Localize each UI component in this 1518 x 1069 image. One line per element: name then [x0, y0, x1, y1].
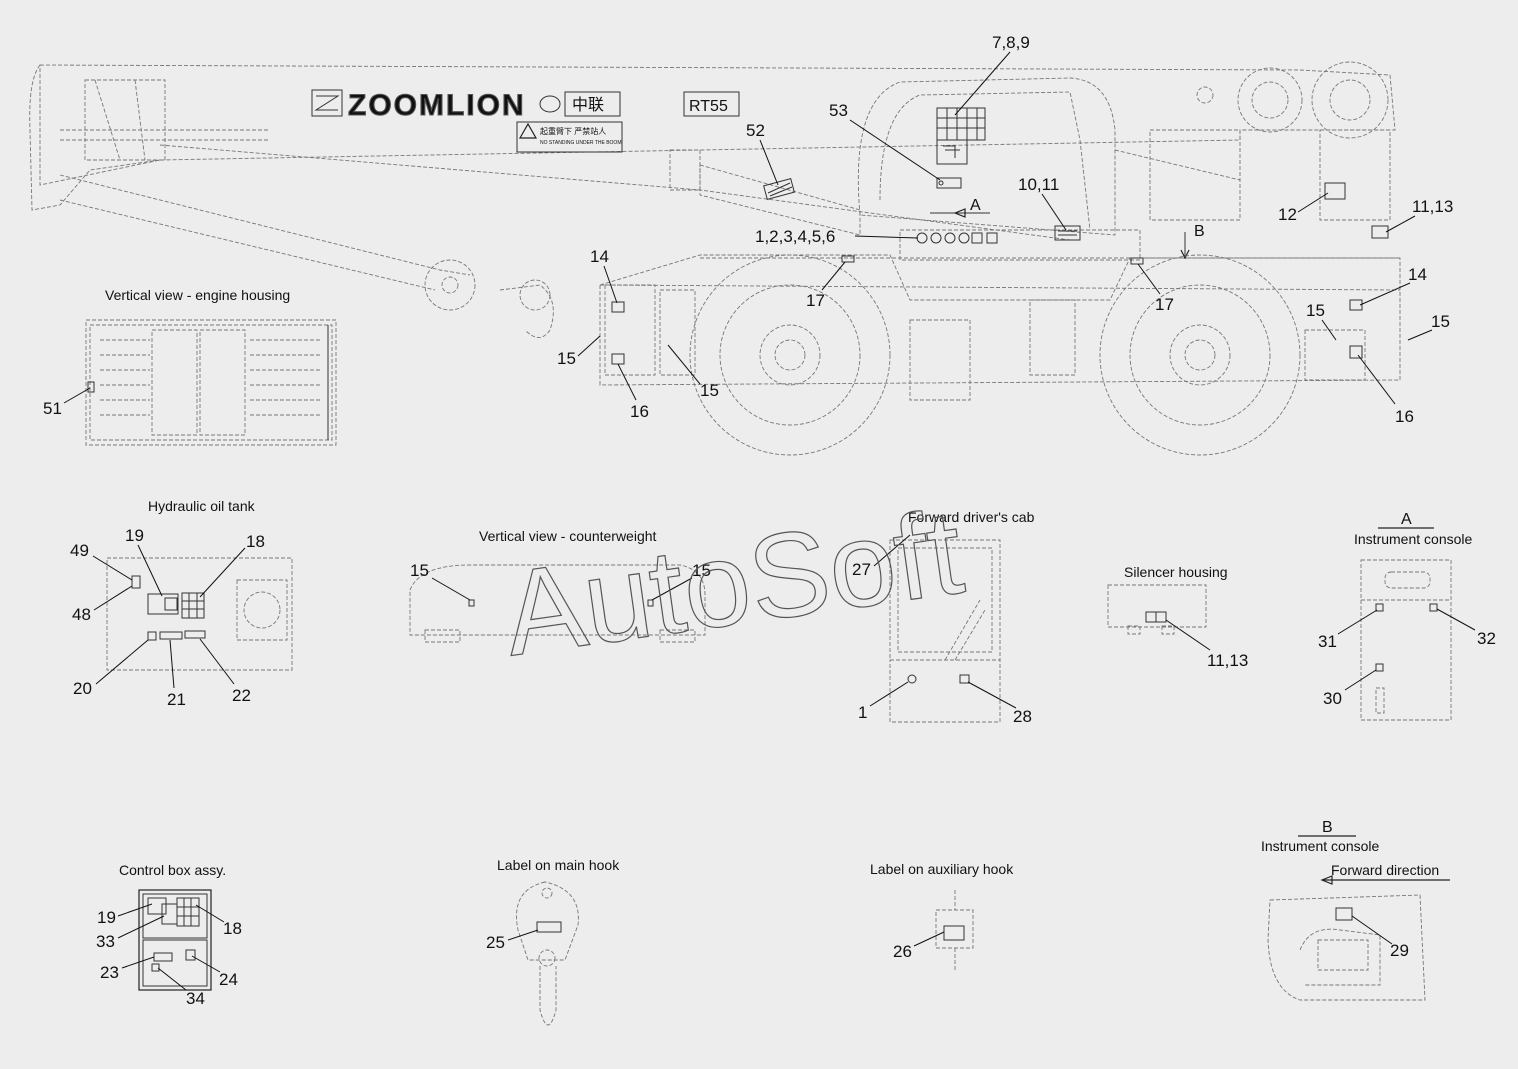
- callout-11-13-silencer: 11,13: [1207, 651, 1248, 670]
- luffing-cylinder: [699, 164, 861, 236]
- console-a-title: Instrument console: [1354, 531, 1472, 547]
- counterweight-title: Vertical view - counterweight: [479, 528, 657, 544]
- console-b-letter: B: [1322, 819, 1333, 836]
- console-a-letter: A: [1401, 511, 1412, 528]
- control-box-title: Control box assy.: [119, 862, 226, 878]
- callout-1-cab: 1: [858, 703, 867, 722]
- rear-wheel: [1099, 254, 1301, 456]
- callout-11-13-top: 11,13: [1412, 197, 1453, 216]
- boom-logo-decal: ZOOMLION 中联 RT55: [311, 88, 740, 123]
- callout-17-right: 17: [1155, 295, 1174, 314]
- warning-decal: 起重臂下 严禁站人 NO STANDING UNDER THE BOOM: [516, 121, 623, 153]
- counterweight-view: Vertical view - counterweight 15 15: [409, 528, 711, 643]
- callout-31: 31: [1318, 632, 1337, 651]
- callout-15-c: 15: [1306, 301, 1325, 320]
- callout-7-8-9: 7,8,9: [992, 33, 1030, 52]
- callout-15-cw-right: 15: [692, 561, 711, 580]
- silencer-housing-view: Silencer housing 11,13: [1107, 564, 1248, 670]
- callout-30: 30: [1323, 689, 1342, 708]
- hydraulic-tank-title: Hydraulic oil tank: [148, 498, 256, 514]
- turntable: [599, 208, 1401, 291]
- auxiliary-hook-view: Label on auxiliary hook 26: [870, 861, 1014, 972]
- callout-23: 23: [100, 963, 119, 982]
- callout-26: 26: [893, 942, 912, 961]
- main-hook-block: [424, 259, 554, 338]
- cn-logo-text: 中联: [572, 96, 604, 114]
- callout-52: 52: [746, 121, 765, 140]
- callout-17-left: 17: [806, 291, 825, 310]
- crane-side-view: ZOOMLION 中联 RT55 起重臂下 严禁站人 NO STANDING U…: [29, 33, 1453, 456]
- callout-34: 34: [186, 989, 205, 1008]
- callout-18-box: 18: [223, 919, 242, 938]
- callout-28: 28: [1013, 707, 1032, 726]
- model-text: RT55: [689, 98, 728, 115]
- control-box-view: Control box assy. 19 18 33 23 24 34: [96, 862, 242, 1008]
- callout-20: 20: [73, 679, 92, 698]
- callout-15-b: 15: [700, 381, 719, 400]
- callout-12: 12: [1278, 205, 1297, 224]
- callout-48: 48: [72, 605, 91, 624]
- callout-14-right: 14: [1408, 265, 1427, 284]
- view-arrow-a-label: A: [970, 197, 981, 214]
- callout-32: 32: [1477, 629, 1496, 648]
- callout-16-left: 16: [630, 402, 649, 421]
- callout-14-left: 14: [590, 247, 609, 266]
- callout-15-cw-left: 15: [410, 561, 429, 580]
- callout-19-box: 19: [97, 908, 116, 927]
- callout-51: 51: [43, 399, 62, 418]
- zoomlion-logo-text: ZOOMLION: [348, 89, 526, 122]
- callout-53: 53: [829, 101, 848, 120]
- main-hook-view: Label on main hook 25: [486, 857, 620, 1026]
- chassis: [599, 182, 1401, 401]
- hydraulic-oil-tank-view: Hydraulic oil tank 49 48 19 18 20 21 22: [70, 498, 293, 709]
- callout-15-d: 15: [1431, 312, 1450, 331]
- main-hook-title: Label on main hook: [497, 857, 620, 873]
- console-b-title: Instrument console: [1261, 838, 1379, 854]
- forward-cab-view: Forward driver's cab 27 1 28: [852, 509, 1035, 726]
- callout-49: 49: [70, 541, 89, 560]
- callout-19-tank: 19: [125, 526, 144, 545]
- callout-18-tank: 18: [246, 532, 265, 551]
- warning-cn: 起重臂下 严禁站人: [540, 126, 606, 136]
- operator-cab: [857, 77, 1241, 236]
- main-callouts: 7,8,9 53 52 A 10,11 1,2,3,4,5,6 12 11,13…: [557, 33, 1453, 426]
- callout-33: 33: [96, 932, 115, 951]
- boom-pivot-sheaves: [1237, 61, 1391, 221]
- silencer-title: Silencer housing: [1124, 564, 1228, 580]
- aux-hook-title: Label on auxiliary hook: [870, 861, 1014, 877]
- callout-21: 21: [167, 690, 186, 709]
- callout-27: 27: [852, 560, 871, 579]
- engine-housing-title: Vertical view - engine housing: [105, 287, 290, 303]
- callout-29: 29: [1390, 941, 1409, 960]
- forward-direction-label: Forward direction: [1331, 862, 1439, 878]
- engine-housing-view: Vertical view - engine housing 51: [43, 287, 337, 446]
- callout-15-a: 15: [557, 349, 576, 368]
- front-wheel: [689, 254, 891, 456]
- callout-25: 25: [486, 933, 505, 952]
- callout-16-right: 16: [1395, 407, 1414, 426]
- instrument-console-a-view: A Instrument console 31 32 30: [1318, 511, 1496, 721]
- view-arrow-b-label: B: [1194, 223, 1205, 240]
- callout-1-6: 1,2,3,4,5,6: [755, 227, 835, 246]
- callout-24: 24: [219, 970, 238, 989]
- forward-cab-title: Forward driver's cab: [908, 509, 1035, 525]
- instrument-console-b-view: B Instrument console Forward direction 2…: [1261, 819, 1450, 1001]
- callout-22: 22: [232, 686, 251, 705]
- warning-en: NO STANDING UNDER THE BOOM: [540, 140, 622, 146]
- callout-10-11: 10,11: [1018, 175, 1059, 194]
